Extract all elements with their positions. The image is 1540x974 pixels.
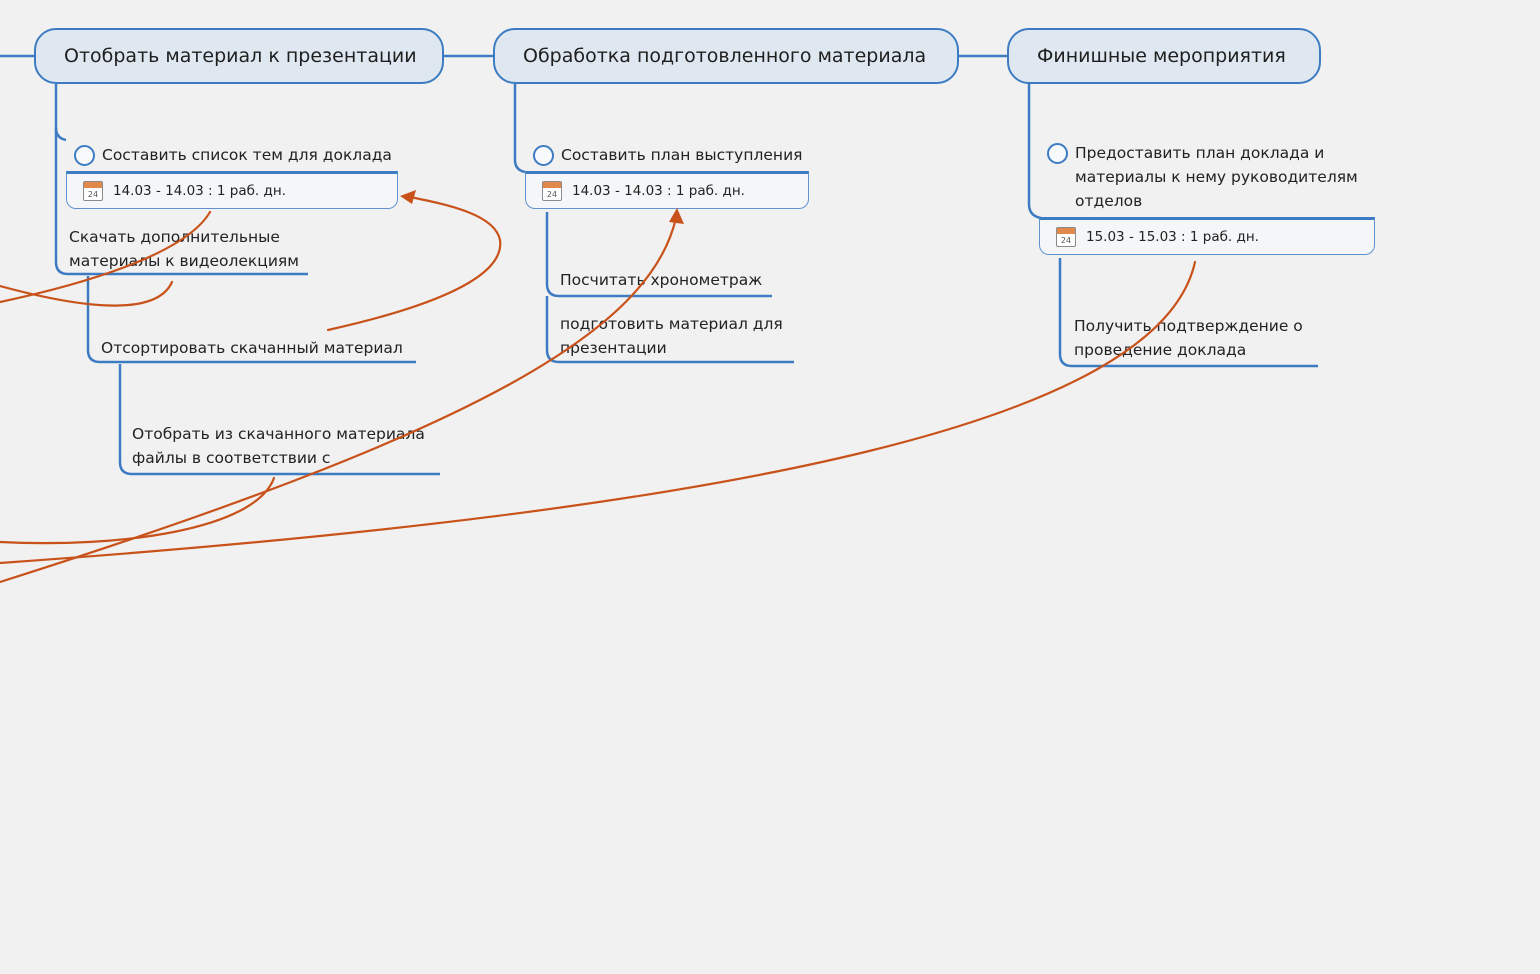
task-speech-plan[interactable]: Составить план выступления	[533, 143, 803, 167]
subtopic-prepare-presentation[interactable]: подготовить материал для презентации	[560, 312, 783, 360]
subtopic-line: Получить подтверждение о	[1074, 317, 1303, 335]
task-label-line: отделов	[1075, 192, 1143, 210]
subtopic-line: Отсортировать скачанный материал	[101, 339, 403, 357]
task-provide-plan[interactable]: Предоставить план доклада и материалы к …	[1047, 141, 1358, 213]
main-topic-label: Отобрать материал к презентации	[64, 45, 417, 67]
task-status-circle-icon[interactable]	[1047, 143, 1068, 164]
subtopic-sort-material[interactable]: Отсортировать скачанный материал	[101, 336, 403, 360]
arrowhead-icon	[400, 190, 416, 204]
task-date-box: 24 14.03 - 14.03 : 1 раб. дн.	[66, 171, 398, 209]
branch-line	[513, 84, 526, 174]
task-label-line: Предоставить план доклада и	[1075, 144, 1325, 162]
calendar-icon: 24	[1056, 227, 1076, 247]
relationship-line	[0, 260, 1197, 565]
subtopic-select-files[interactable]: Отобрать из скачанного материала файлы в…	[132, 422, 425, 470]
subtopic-line: подготовить материал для	[560, 315, 783, 333]
relationship-line	[0, 280, 174, 307]
subtopic-line: проведение доклада	[1074, 341, 1247, 359]
subtopic-timing[interactable]: Посчитать хронометраж	[560, 268, 762, 292]
task-label: Составить список тем для доклада	[102, 146, 392, 164]
calendar-icon: 24	[542, 181, 562, 201]
subtopic-get-confirmation[interactable]: Получить подтверждение о проведение докл…	[1074, 314, 1303, 362]
task-label: Составить план выступления	[561, 146, 803, 164]
task-date-box: 24 14.03 - 14.03 : 1 раб. дн.	[525, 171, 809, 209]
arrowhead-icon	[669, 208, 684, 224]
task-date-box: 24 15.03 - 15.03 : 1 раб. дн.	[1039, 217, 1375, 255]
subtopic-line: файлы в соответствии с	[132, 449, 331, 467]
task-date-range: 14.03 - 14.03 : 1 раб. дн.	[572, 183, 745, 199]
subtopic-line: Отобрать из скачанного материала	[132, 425, 425, 443]
main-topic-label: Финишные мероприятия	[1037, 45, 1286, 67]
calendar-icon: 24	[83, 181, 103, 201]
task-label-line: материалы к нему руководителям	[1075, 168, 1358, 186]
relationship-line	[0, 476, 276, 545]
task-status-circle-icon[interactable]	[74, 145, 95, 166]
branch-line	[54, 127, 67, 142]
subtopic-download-materials[interactable]: Скачать дополнительные материалы к видео…	[69, 225, 299, 273]
task-topic-list[interactable]: Составить список тем для доклада	[74, 143, 392, 167]
main-topic-select-material[interactable]: Отобрать материал к презентации	[34, 28, 444, 84]
branch-line	[1027, 84, 1042, 220]
main-topic-process-material[interactable]: Обработка подготовленного материала	[493, 28, 959, 84]
relationship-line	[326, 195, 502, 332]
task-status-circle-icon[interactable]	[533, 145, 554, 166]
main-topic-final-activities[interactable]: Финишные мероприятия	[1007, 28, 1321, 84]
task-date-range: 14.03 - 14.03 : 1 раб. дн.	[113, 183, 286, 199]
subtopic-line: материалы к видеолекциям	[69, 252, 299, 270]
task-date-range: 15.03 - 15.03 : 1 раб. дн.	[1086, 229, 1259, 245]
subtopic-line: презентации	[560, 339, 667, 357]
subtopic-line: Скачать дополнительные	[69, 228, 280, 246]
subtopic-line: Посчитать хронометраж	[560, 271, 763, 289]
main-topic-label: Обработка подготовленного материала	[523, 45, 927, 67]
